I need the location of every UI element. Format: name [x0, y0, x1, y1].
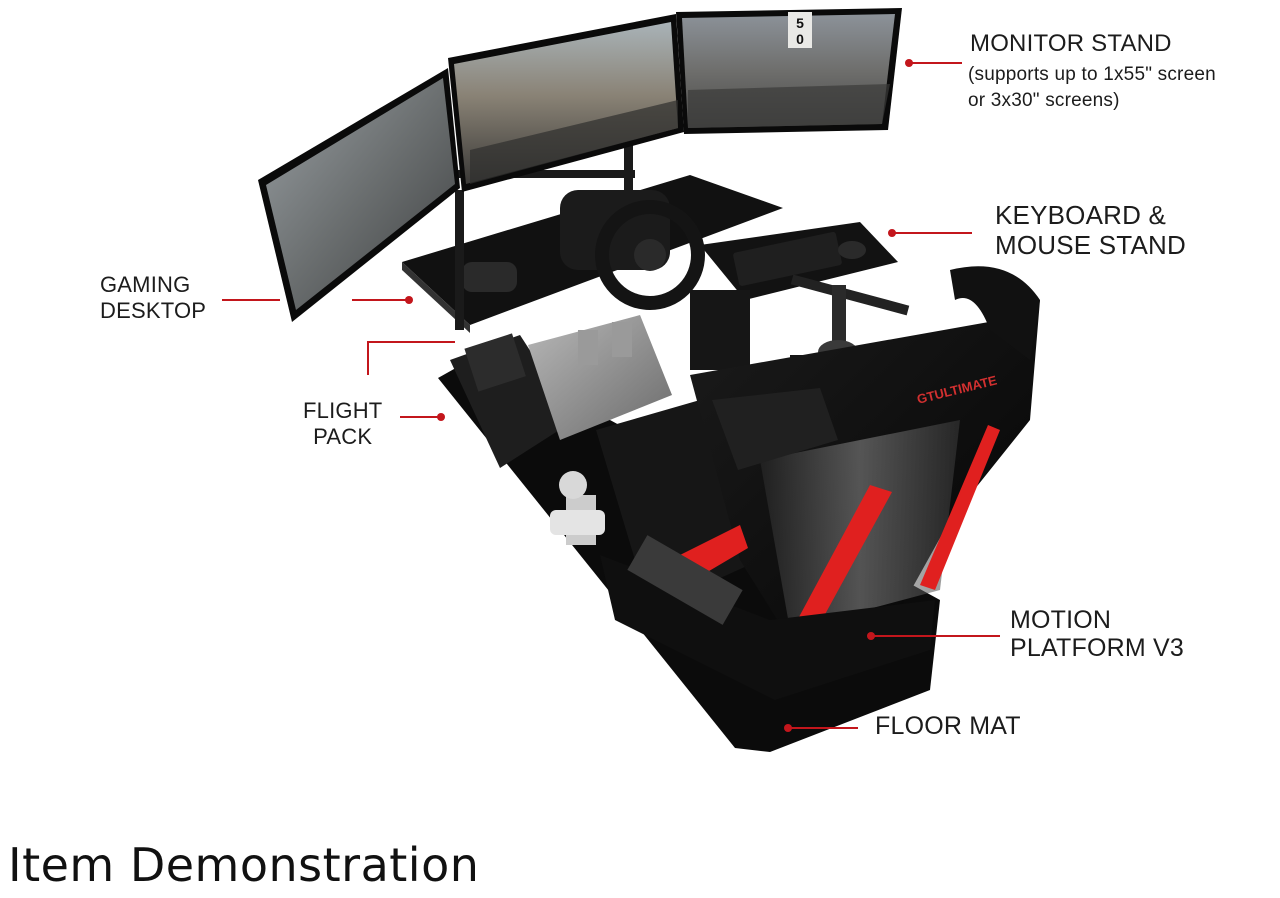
monitor-stand-title: MONITOR STAND — [970, 30, 1172, 57]
leader-gaming-desktop-vertical — [367, 341, 455, 375]
label-motion-platform: MOTION PLATFORM V3 — [1010, 606, 1184, 662]
gaming-desktop-line2: DESKTOP — [100, 298, 207, 323]
label-flight-pack: FLIGHT PACK — [303, 398, 382, 450]
gear-shifter — [550, 471, 605, 545]
triple-monitors: 5 0 — [258, 8, 902, 322]
flight-pack-line1: FLIGHT — [303, 398, 383, 423]
label-monitor-stand-detail: (supports up to 1x55" screen or 3x30" sc… — [968, 62, 1216, 114]
label-floor-mat: FLOOR MAT — [875, 712, 1021, 740]
motion-platform-line1: MOTION — [1010, 606, 1112, 634]
keyboard-label-line2: MOUSE STAND — [995, 230, 1186, 260]
floor-mat-line1: FLOOR MAT — [875, 712, 1021, 740]
leader-lines — [222, 62, 1000, 729]
keyboard-mouse-stand — [700, 222, 898, 300]
label-gaming-desktop: GAMING DESKTOP — [100, 272, 206, 324]
pedals — [528, 315, 672, 440]
gaming-desktop-line1: GAMING — [100, 272, 191, 297]
product-illustration: 5 0 GTU — [222, 8, 1040, 752]
label-keyboard-mouse-stand: KEYBOARD & MOUSE STAND — [995, 200, 1186, 260]
flight-pack-line2: PACK — [313, 424, 373, 449]
screen-sign-top: 5 — [796, 15, 804, 31]
monitor-stand-detail-2: or 3x30" screens) — [968, 90, 1120, 111]
motion-platform-line2: PLATFORM V3 — [1010, 634, 1184, 662]
item-demonstration-caption: Item Demonstration — [8, 838, 480, 892]
label-monitor-stand: MONITOR STAND — [970, 30, 1172, 58]
motion-platform — [600, 535, 935, 700]
screen-sign-bottom: 0 — [796, 31, 804, 47]
monitor-stand — [455, 135, 635, 330]
keyboard-label-line1: KEYBOARD & — [995, 200, 1167, 230]
leader-dots — [405, 59, 913, 732]
monitor-stand-detail-1: (supports up to 1x55" screen — [968, 64, 1216, 85]
steering-wheel — [560, 190, 750, 370]
